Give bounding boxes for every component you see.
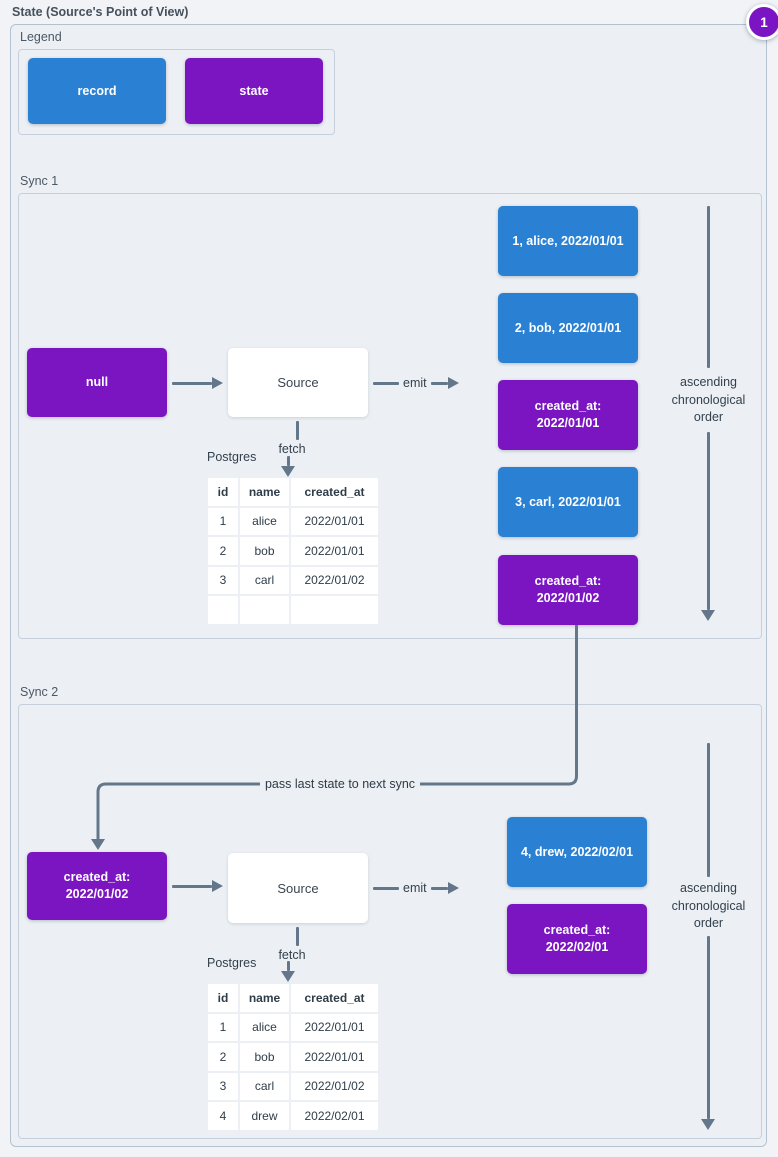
order-note-line: chronological [671, 392, 746, 407]
legend-state-swatch: state [185, 58, 323, 124]
sync2-input-state-node: created_at: 2022/01/02 [27, 852, 167, 920]
sync2-fetch-arrow-shaft [286, 961, 290, 971]
sync2-source-node: Source [228, 853, 368, 923]
arrow-right-icon [447, 377, 459, 389]
sync2-fetch-label: fetch [278, 948, 306, 962]
state-node: created_at: 2022/02/01 [507, 904, 647, 974]
table-cell [208, 596, 238, 624]
order-note-line: order [693, 916, 724, 930]
record-node: 4, drew, 2022/02/01 [507, 817, 647, 887]
table-cell: 2022/01/02 [291, 1072, 378, 1100]
sync2-order-arrow-line [706, 936, 710, 1119]
table-cell: 1 [208, 507, 238, 535]
sync1-postgres-table: id name created_at 1 alice 2022/01/01 2 … [208, 478, 378, 624]
arrow-right-icon [212, 880, 223, 892]
record-node: 2, bob, 2022/01/01 [498, 293, 638, 363]
table-cell [291, 596, 378, 624]
sync1-fetch-line [295, 421, 299, 440]
table-cell: 3 [208, 1072, 238, 1100]
sync1-fetch-arrow-shaft [286, 456, 290, 466]
sync2-emit-label: emit [403, 881, 427, 895]
page-title: State (Source's Point of View) [12, 5, 189, 19]
table-cell [240, 596, 289, 624]
table-cell: alice [240, 507, 289, 535]
table-cell: 2022/02/01 [291, 1102, 378, 1130]
sync1-order-arrow-line [706, 432, 710, 610]
sync2-group [18, 704, 762, 1139]
sync1-emit-arrow: emit [373, 375, 459, 391]
table-cell: 1 [208, 1013, 238, 1041]
table-cell: 2022/01/01 [291, 1013, 378, 1041]
annotation-badge: 1 [746, 4, 778, 40]
record-node: 1, alice, 2022/01/01 [498, 206, 638, 276]
table-header-cell: id [208, 478, 238, 506]
table-cell: 2022/01/01 [291, 537, 378, 565]
order-note-line: chronological [671, 898, 746, 913]
arrow-shaft [430, 381, 448, 385]
sync2-order-note: ascending chronological order [656, 880, 761, 933]
sync1-emit-label: emit [403, 376, 427, 390]
sync1-input-state-node: null [27, 348, 167, 417]
sync2-label: Sync 2 [20, 685, 59, 699]
arrow-right-icon [447, 882, 459, 894]
legend-label: Legend [20, 30, 62, 44]
arrow-shaft [373, 886, 399, 890]
table-cell: carl [240, 1072, 289, 1100]
arrow-shaft [373, 381, 399, 385]
sync2-fetch-line [295, 927, 299, 946]
arrow-shaft [172, 884, 212, 888]
table-cell: 2 [208, 537, 238, 565]
table-header-cell: id [208, 984, 238, 1012]
sync1-source-node: Source [228, 348, 368, 417]
state-node: created_at: 2022/01/02 [498, 555, 638, 625]
table-header-cell: name [240, 478, 289, 506]
table-cell: bob [240, 537, 289, 565]
table-cell: alice [240, 1013, 289, 1041]
arrow-down-icon [701, 1119, 715, 1130]
sync2-order-arrow-line [706, 743, 710, 877]
table-cell: 2022/01/01 [291, 1043, 378, 1071]
order-note-line: order [693, 410, 724, 424]
arrow-right-icon [212, 377, 223, 389]
table-cell: carl [240, 566, 289, 594]
sync1-order-note: ascending chronological order [656, 374, 761, 427]
sync2-state-to-source-arrow [172, 878, 223, 894]
table-header-cell: created_at [291, 984, 378, 1012]
table-cell: bob [240, 1043, 289, 1071]
table-cell: 2 [208, 1043, 238, 1071]
pass-state-connector-label: pass last state to next sync [259, 777, 421, 791]
legend-group [18, 49, 335, 135]
arrow-down-icon [281, 466, 295, 477]
table-header-cell: name [240, 984, 289, 1012]
sync1-order-arrow-line [706, 206, 710, 368]
state-node: created_at: 2022/01/01 [498, 380, 638, 450]
sync2-postgres-table: id name created_at 1 alice 2022/01/01 2 … [208, 984, 378, 1130]
order-note-line: ascending [680, 375, 737, 389]
table-header-cell: created_at [291, 478, 378, 506]
sync1-postgres-label: Postgres [207, 450, 257, 464]
sync2-postgres-label: Postgres [207, 956, 257, 970]
table-cell: 3 [208, 566, 238, 594]
arrow-down-icon [701, 610, 715, 621]
order-note-line: ascending [680, 881, 737, 895]
table-cell: 2022/01/02 [291, 566, 378, 594]
table-cell: drew [240, 1102, 289, 1130]
legend-record-swatch: record [28, 58, 166, 124]
arrow-shaft [172, 381, 212, 385]
sync1-state-to-source-arrow [172, 375, 223, 391]
sync2-emit-arrow: emit [373, 880, 459, 896]
table-cell: 4 [208, 1102, 238, 1130]
sync1-fetch-label: fetch [278, 442, 306, 456]
arrow-down-icon [281, 971, 295, 982]
sync1-label: Sync 1 [20, 174, 59, 188]
table-cell: 2022/01/01 [291, 507, 378, 535]
record-node: 3, carl, 2022/01/01 [498, 467, 638, 537]
arrow-shaft [430, 886, 448, 890]
